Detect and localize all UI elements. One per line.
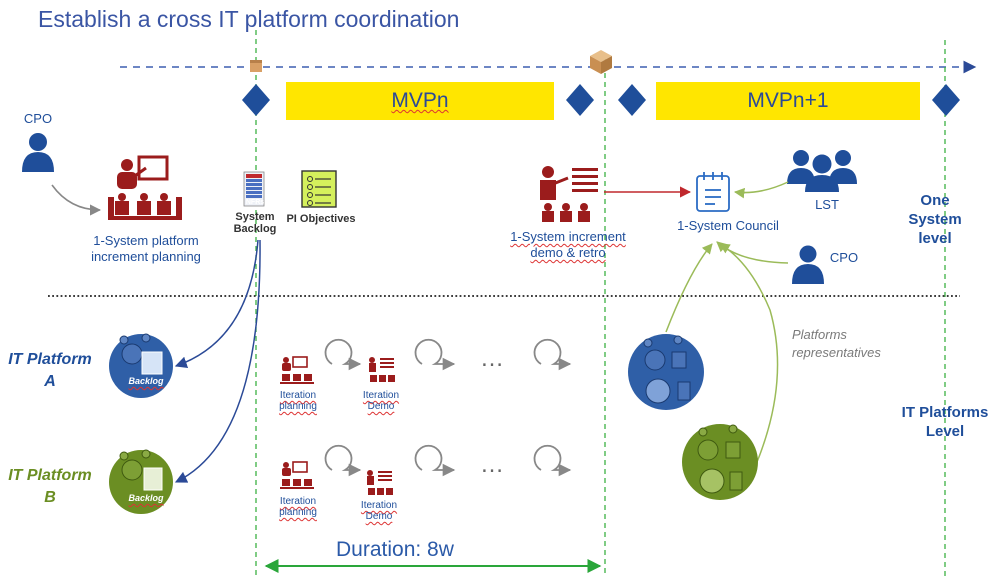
iteration-loop-icon xyxy=(414,338,456,371)
nfrs-tag: NFRs xyxy=(245,199,265,206)
backlog-to-platform-a-arrow xyxy=(174,239,259,369)
demo-presentation-icon xyxy=(540,166,598,222)
system-backlog-icon xyxy=(243,171,265,207)
mvp-current-label: MVPn xyxy=(391,89,449,112)
page-title: Establish a cross IT platform coordinati… xyxy=(38,6,460,32)
cpo-right-label: CPO xyxy=(829,250,859,265)
duration-label: Duration: 8w xyxy=(336,538,454,561)
iteration-demo-label-a: Iteration Demo xyxy=(362,390,400,412)
milestone-diamond xyxy=(242,84,270,116)
system-backlog-label: System Backlog xyxy=(233,211,277,235)
lst-label: LST xyxy=(815,197,839,212)
package-icon-small xyxy=(250,60,262,72)
cpo-to-planning-arrow xyxy=(51,184,102,216)
platform-a-label: IT Platform A xyxy=(8,351,92,390)
planning-meeting-icon xyxy=(108,155,182,220)
one-system-level-label: One System level xyxy=(908,192,962,247)
iteration-loop-icon xyxy=(324,444,362,477)
iterations-ellipsis-b: … xyxy=(480,451,506,478)
cpo-left-label: CPO xyxy=(23,111,53,126)
person-icon-cpo-right xyxy=(792,245,824,284)
platform-b-team-circle xyxy=(109,449,173,514)
platform-planning-label: 1-System platform increment planning xyxy=(91,233,201,264)
platforms-representatives-label: Platforms representatives xyxy=(792,327,881,360)
iterations-ellipsis-a: … xyxy=(480,345,506,372)
iteration-loop-icon xyxy=(414,444,456,477)
platform-a-team-circle xyxy=(109,333,173,398)
pi-objectives-icon xyxy=(301,170,337,208)
iteration-demo-label-b: Iteration Demo xyxy=(360,500,398,522)
package-icon-large xyxy=(590,50,612,74)
council-clipboard-icon xyxy=(696,172,730,212)
iteration-demo-icon xyxy=(367,470,393,495)
platform-b-label: IT Platform B xyxy=(8,467,92,506)
mvp-next-bar: MVPn+1 xyxy=(656,82,920,120)
platform-b-backlog-label: Backlog xyxy=(128,493,164,503)
iteration-loop-icon xyxy=(533,338,572,371)
it-platforms-level-label: IT Platforms Level xyxy=(901,404,989,440)
iteration-planning-label-b: Iteration planning xyxy=(279,496,317,518)
mvp-current-bar: MVPn xyxy=(286,82,554,120)
pi-objectives-label: PI Objectives xyxy=(286,213,356,225)
person-icon-cpo-left xyxy=(22,133,54,172)
rep-a-to-council-arrow xyxy=(665,243,713,333)
iteration-loop-icon xyxy=(324,338,362,371)
platform-b-representative-circle xyxy=(682,424,758,500)
lst-to-council-arrow xyxy=(733,181,789,199)
platform-a-representative-circle xyxy=(628,334,704,410)
milestone-diamond xyxy=(932,84,960,116)
iteration-demo-icon xyxy=(369,357,395,382)
council-label: 1-System Council xyxy=(677,218,779,233)
cpo-to-council-arrow xyxy=(716,241,789,264)
mvp-next-label: MVPn+1 xyxy=(747,89,829,112)
iteration-planning-icon xyxy=(280,356,314,384)
platform-a-backlog-label: Backlog xyxy=(128,376,164,386)
team-group-icon xyxy=(787,150,857,192)
iteration-loop-icon xyxy=(533,444,572,477)
milestone-diamond xyxy=(618,84,646,116)
rep-b-to-council-arrow xyxy=(719,243,779,463)
backlog-to-platform-b-arrow xyxy=(174,239,261,483)
demo-retro-label: 1-System increment demo & retro xyxy=(510,229,626,260)
iteration-planning-icon xyxy=(280,461,314,489)
milestone-diamond xyxy=(566,84,594,116)
iteration-planning-label-a: Iteration planning xyxy=(279,390,317,412)
